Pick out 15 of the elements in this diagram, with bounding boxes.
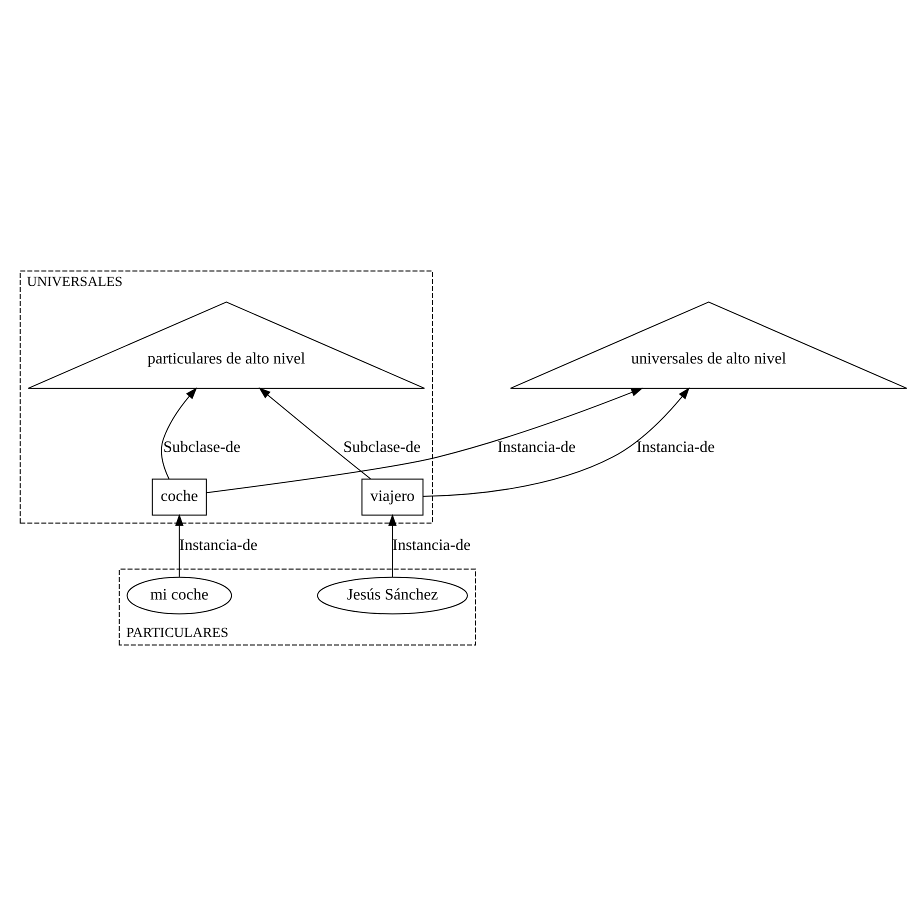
node-box: coche (152, 478, 207, 516)
arrow (160, 387, 198, 480)
node-box: viajero (361, 478, 424, 516)
node-ellipse: Jesús Sánchez (317, 576, 468, 614)
edge-label: Instancia-de (392, 536, 471, 554)
arrow (422, 387, 690, 497)
arrow (175, 514, 184, 578)
arrow (258, 387, 372, 480)
edge-label: Subclase-de (343, 438, 421, 456)
arrow (388, 514, 397, 578)
edge-label: Instancia-de (497, 438, 576, 456)
edge-label: Instancia-de (636, 438, 715, 456)
edge-label: Subclase-de (163, 438, 241, 456)
arrow (206, 388, 644, 494)
node-ellipse: mi coche (126, 576, 232, 614)
